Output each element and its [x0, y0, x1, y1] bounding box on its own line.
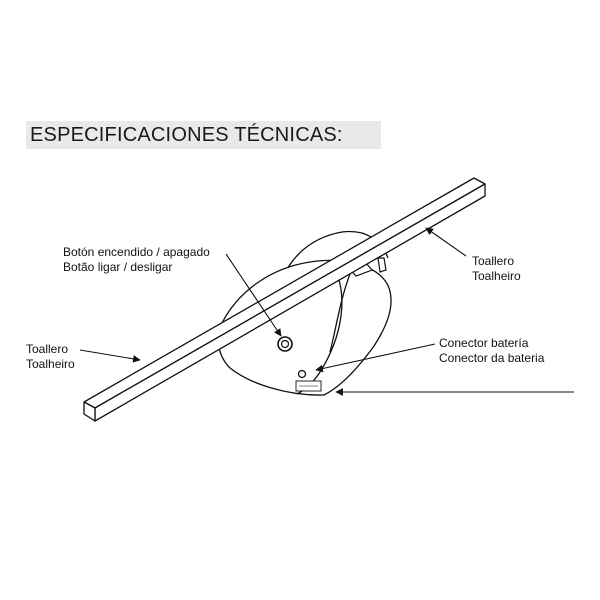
power-button-label: Botón encendido / apagado Botão ligar / …	[63, 245, 210, 275]
battery-connector-graphic	[295, 369, 322, 392]
battery-connector-leader	[315, 343, 436, 373]
callout-lines	[79, 227, 574, 396]
towel-bar-end-left	[83, 401, 96, 422]
towel-bar-right-label: Toallero Toalheiro	[472, 254, 521, 284]
towel-bar	[83, 177, 486, 422]
battery-connector-label-pt: Conector da bateria	[439, 351, 545, 365]
towel-bar-left-label-es: Toallero	[26, 342, 69, 356]
power-button-graphic	[277, 336, 293, 352]
body-front-face	[217, 259, 392, 396]
power-button-leader	[225, 253, 282, 337]
battery-connector-label-es: Conector batería	[439, 336, 529, 350]
towel-bar-right-label-pt: Toalheiro	[472, 269, 521, 283]
towel-bar-left-label-pt: Toalheiro	[26, 357, 75, 371]
power-button-label-pt: Botão ligar / desligar	[63, 260, 173, 274]
towel-bar-left-leader	[79, 349, 141, 363]
towel-bar-right-label-es: Toallero	[472, 254, 515, 268]
towel-bar-left-label: Toallero Toalheiro	[26, 342, 75, 372]
title-background	[26, 121, 381, 149]
power-button-label-es: Botón encendido / apagado	[63, 245, 210, 259]
battery-connector-label: Conector batería Conector da bateria	[439, 336, 544, 366]
towel-bar-right-leader	[425, 227, 467, 257]
page-title: ESPECIFICACIONES TÉCNICAS:	[30, 124, 343, 146]
